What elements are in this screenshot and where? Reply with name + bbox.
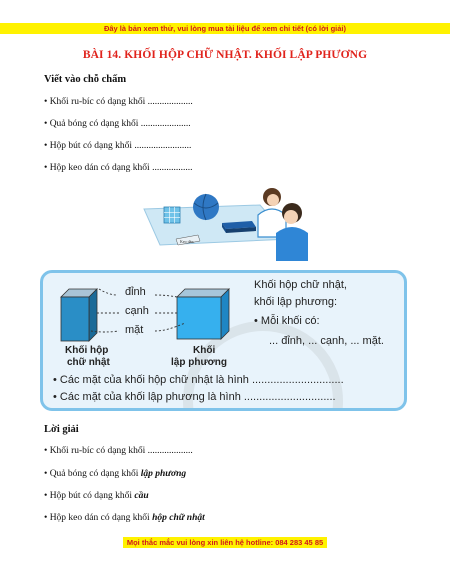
exercise-item-3: • Hộp bút có dạng khối .................… bbox=[44, 141, 192, 151]
exercise-item-2: • Quả bóng có dạng khối ................… bbox=[44, 119, 191, 129]
lesson-title: BÀI 14. KHỐI HỘP CHỮ NHẬT. KHỐI LẬP PHƯƠ… bbox=[82, 49, 368, 61]
solution-item-3-answer: cầu bbox=[134, 491, 149, 501]
children-icon bbox=[257, 188, 308, 261]
vertex-label: đỉnh bbox=[125, 286, 146, 298]
table-scene-image: Keo dán bbox=[143, 188, 308, 261]
desc-line1: Khối hộp chữ nhật, bbox=[254, 279, 347, 291]
solution-item-4-text: • Hộp keo dán có dạng khối bbox=[44, 513, 153, 523]
solution-item-2-answer: lập phương bbox=[140, 469, 187, 479]
solution-item-4-answer: hộp chữ nhật bbox=[152, 513, 205, 523]
solution-item-1: • Khối ru-bíc có dạng khối .............… bbox=[44, 446, 193, 456]
cuboid-label-line2: chữ nhật bbox=[67, 357, 110, 368]
pencil-box-icon bbox=[222, 221, 256, 233]
desc-line3: • Mỗi khối có: bbox=[254, 315, 320, 327]
shape-info-box: đỉnh cạnh mặt Khối hộp chữ nhật Khối lập… bbox=[40, 270, 407, 411]
contact-notice: Mọi thắc mắc vui lòng xin liên hệ hotlin… bbox=[0, 537, 450, 548]
preview-notice-text: Đây là bản xem thử, vui lòng mua tài liệ… bbox=[99, 24, 351, 33]
glue-label: Keo dán bbox=[180, 239, 193, 244]
table-illustration: Keo dán bbox=[140, 187, 310, 265]
cube-label-line1: Khối bbox=[193, 345, 216, 356]
ball-icon bbox=[193, 193, 219, 221]
cube-icon bbox=[176, 288, 230, 340]
bullet-cube-faces: • Các mặt của khối lập phương là hình ..… bbox=[53, 391, 336, 403]
solution-heading: Lời giải bbox=[44, 424, 79, 435]
solution-item-2-text: • Quả bóng có dạng khối bbox=[44, 469, 141, 479]
rubik-cube-icon bbox=[163, 206, 181, 224]
cuboid-icon bbox=[60, 288, 98, 342]
bullet-cuboid-faces: • Các mặt của khối hộp chữ nhật là hình … bbox=[53, 374, 344, 386]
contact-notice-text: Mọi thắc mắc vui lòng xin liên hệ hotlin… bbox=[122, 537, 328, 548]
solution-item-1-text: • Khối ru-bíc có dạng khối .............… bbox=[44, 446, 193, 456]
exercise-item-4: • Hộp keo dán có dạng khối .............… bbox=[44, 163, 193, 173]
edge-label: cạnh bbox=[125, 305, 149, 317]
solution-item-4: • Hộp keo dán có dạng khối hộp chữ nhật bbox=[44, 513, 205, 523]
solution-item-3-text: • Hộp bút có dạng khối bbox=[44, 491, 135, 501]
cuboid-label-line1: Khối hộp bbox=[65, 345, 109, 356]
solution-item-2: • Quả bóng có dạng khối lập phương bbox=[44, 469, 186, 479]
desc-line4: ... đỉnh, ... cạnh, ... mặt. bbox=[269, 335, 384, 347]
face-label: mặt bbox=[125, 324, 144, 336]
exercise-item-1: • Khối ru-bíc có dạng khối .............… bbox=[44, 97, 193, 107]
glue-icon: Keo dán bbox=[175, 234, 201, 246]
desc-line2: khối lập phương: bbox=[254, 296, 338, 308]
shape-diagram bbox=[60, 288, 230, 342]
cube-label-line2: lập phương bbox=[171, 357, 228, 368]
exercise-heading: Viết vào chỗ chấm bbox=[44, 74, 127, 85]
solution-item-3: • Hộp bút có dạng khối cầu bbox=[44, 491, 149, 501]
preview-notice: Đây là bản xem thử, vui lòng mua tài liệ… bbox=[0, 23, 450, 34]
